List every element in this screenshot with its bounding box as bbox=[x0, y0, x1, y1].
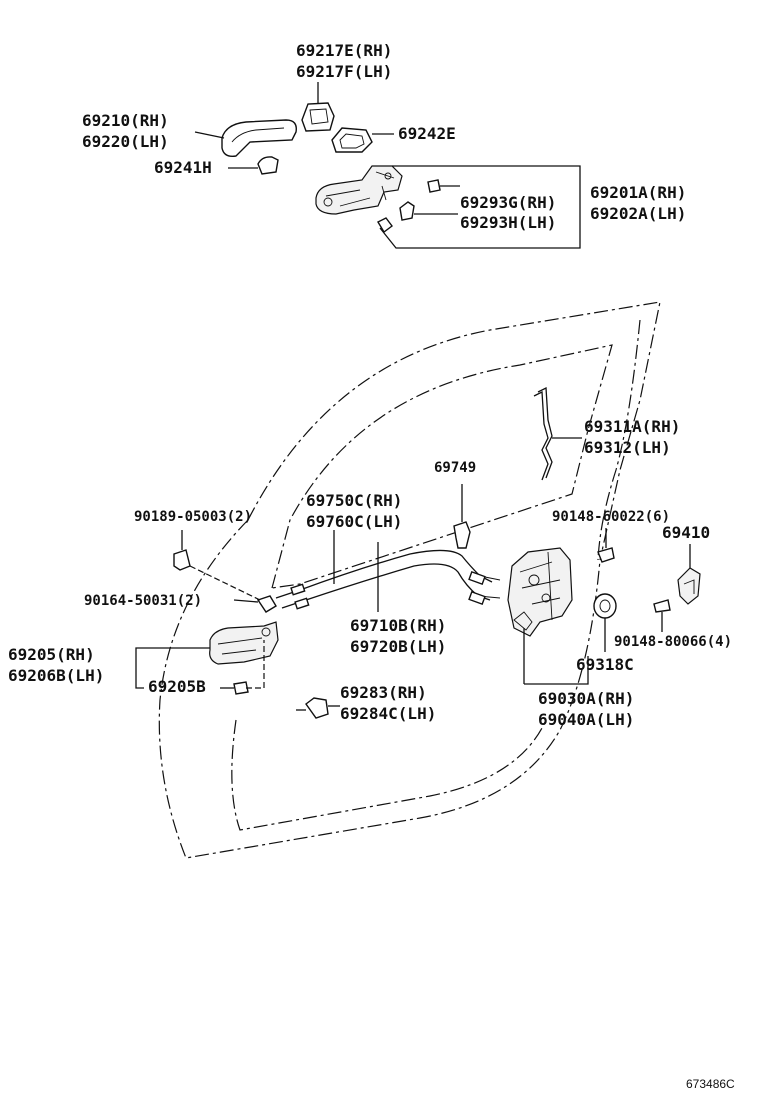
cable-clip-part bbox=[453, 484, 471, 549]
label-69210: 69210(RH) bbox=[82, 111, 169, 130]
label-69205b: 69205B bbox=[148, 677, 206, 696]
label-69293g: 69293G(RH) bbox=[460, 193, 556, 212]
lock-rod-part bbox=[533, 386, 582, 481]
label-69311a: 69311A(RH) bbox=[584, 417, 680, 436]
bushing-part bbox=[593, 593, 617, 652]
label-69410: 69410 bbox=[662, 523, 710, 542]
lock-cables-part bbox=[275, 530, 501, 612]
nut-part bbox=[233, 595, 277, 613]
part-labels: 69217E(RH) 69217F(LH) 69210(RH) 69220(LH… bbox=[8, 41, 735, 1091]
label-69201a: 69201A(RH) bbox=[590, 183, 686, 202]
label-90148-60022: 90148-60022(6) bbox=[552, 509, 670, 525]
label-69720b: 69720B(LH) bbox=[350, 637, 446, 656]
label-69312: 69312(LH) bbox=[584, 438, 671, 457]
frame-screw-part bbox=[427, 179, 460, 193]
label-69283: 69283(RH) bbox=[340, 683, 427, 702]
label-69217f: 69217F(LH) bbox=[296, 62, 392, 81]
lock-screw-part bbox=[597, 528, 615, 563]
striker-screw-part bbox=[653, 599, 671, 632]
label-69284c: 69284C(LH) bbox=[340, 704, 436, 723]
label-69293h: 69293H(LH) bbox=[460, 213, 556, 232]
label-69318c: 69318C bbox=[576, 655, 634, 674]
lock-cover-part bbox=[296, 697, 340, 719]
label-90189: 90189-05003(2) bbox=[134, 509, 252, 525]
clip-part bbox=[399, 201, 458, 221]
label-69710b: 69710B(RH) bbox=[350, 616, 446, 635]
label-69241h: 69241H bbox=[154, 158, 212, 177]
gasket-part bbox=[331, 127, 394, 153]
outside-handle-part bbox=[194, 119, 297, 158]
handle-frame-part bbox=[315, 165, 403, 215]
diagram-reference-code: 673486C bbox=[686, 1077, 735, 1091]
inside-handle-part bbox=[135, 621, 279, 689]
door-outline bbox=[158, 301, 661, 859]
label-69749: 69749 bbox=[434, 460, 476, 476]
label-69217e: 69217E(RH) bbox=[296, 41, 392, 60]
label-69205: 69205(RH) bbox=[8, 645, 95, 664]
handle-cap-part bbox=[301, 82, 335, 132]
bolt-part bbox=[377, 217, 393, 234]
label-90164: 90164-50031(2) bbox=[84, 593, 202, 609]
label-90148-80066: 90148-80066(4) bbox=[614, 634, 732, 650]
door-clip-part bbox=[173, 530, 191, 571]
label-69750c: 69750C(RH) bbox=[306, 491, 402, 510]
door-lock-part bbox=[507, 547, 589, 685]
label-69242e: 69242E bbox=[398, 124, 456, 143]
label-69760c: 69760C(LH) bbox=[306, 512, 402, 531]
striker-part bbox=[677, 544, 701, 605]
handle-pad-part bbox=[228, 156, 279, 175]
label-69220: 69220(LH) bbox=[82, 132, 169, 151]
label-69202a: 69202A(LH) bbox=[590, 204, 686, 223]
label-69040a: 69040A(LH) bbox=[538, 710, 634, 729]
label-69030a: 69030A(RH) bbox=[538, 689, 634, 708]
label-69206b: 69206B(LH) bbox=[8, 666, 104, 685]
handle-screw-part bbox=[220, 681, 249, 695]
